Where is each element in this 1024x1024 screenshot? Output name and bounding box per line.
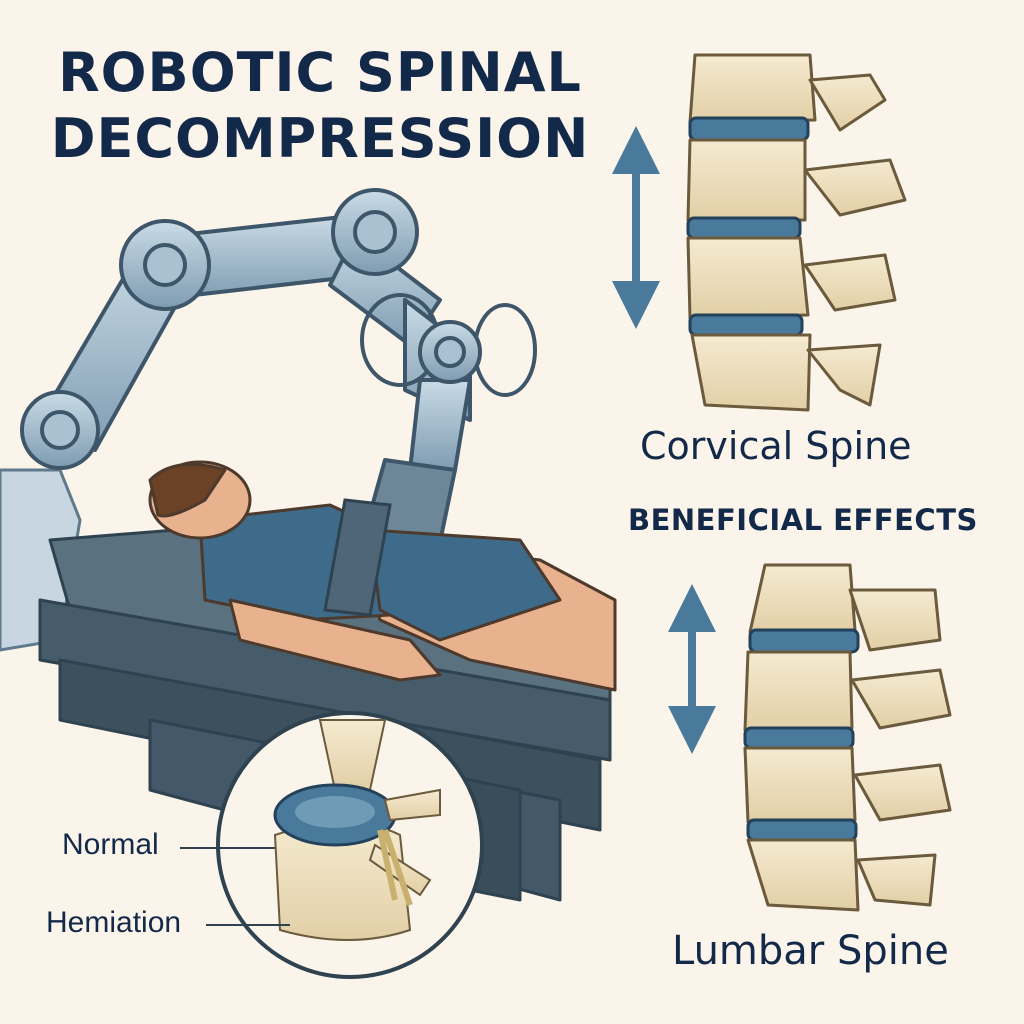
patient bbox=[148, 460, 617, 692]
lumbar-spine-label: Lumbar Spine bbox=[672, 928, 949, 974]
normal-disc-label: Normal bbox=[62, 828, 159, 861]
lumbar-spine bbox=[743, 563, 952, 912]
robot-arm bbox=[20, 188, 537, 592]
robot-harness bbox=[323, 498, 392, 617]
title-line-2: DECOMPRESSION bbox=[50, 107, 590, 170]
cervical-spine-label: Corvical Spine bbox=[640, 424, 912, 468]
beneficial-effects-label: BENEFICIAL EFFECTS bbox=[628, 503, 978, 537]
disc-inset bbox=[180, 711, 484, 979]
page-title: ROBOTIC SPINAL DECOMPRESSION bbox=[40, 40, 600, 172]
herniation-label: Hemiation bbox=[46, 906, 182, 939]
cervical-spine bbox=[686, 53, 907, 412]
title-line-1: ROBOTIC SPINAL bbox=[58, 41, 582, 104]
